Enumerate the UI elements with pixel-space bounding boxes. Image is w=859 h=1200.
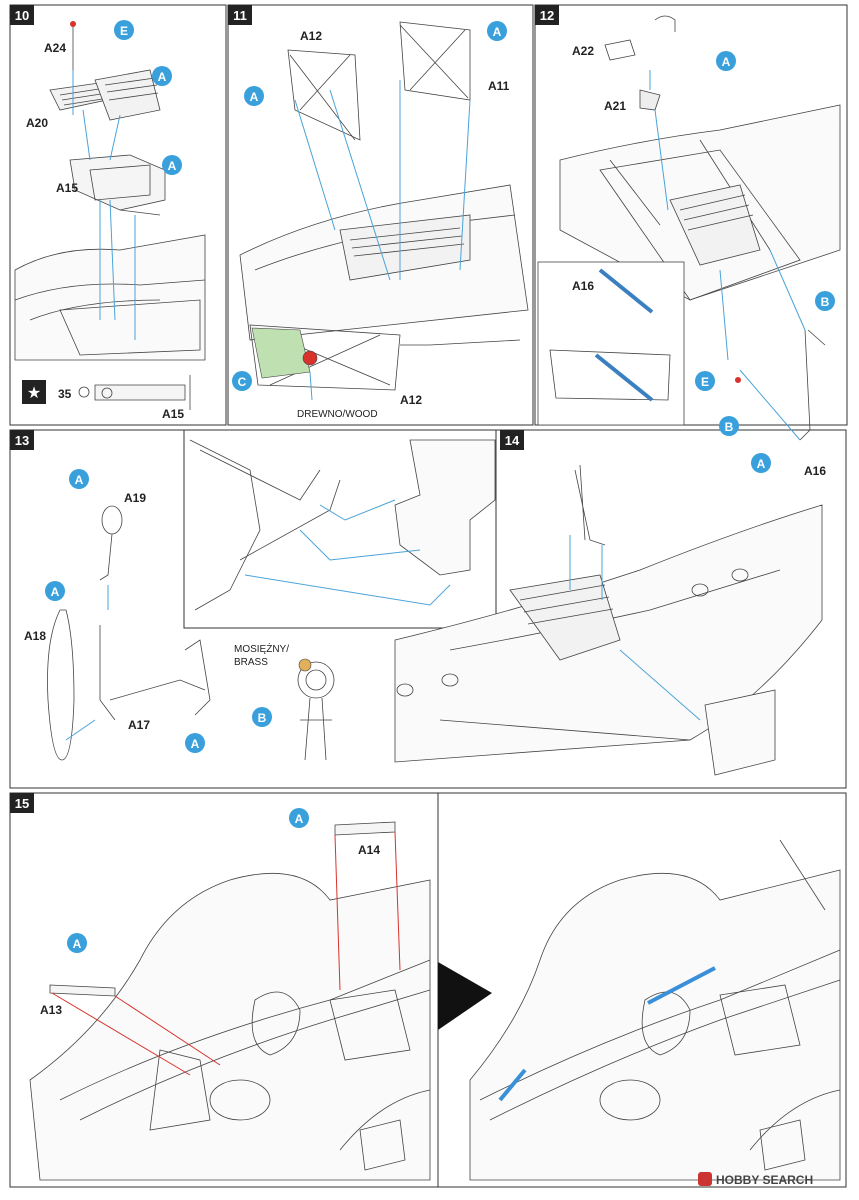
step-10-leaders — [72, 70, 136, 340]
step-10-number: 10 — [15, 8, 29, 23]
callout-e: E — [701, 375, 709, 389]
step-12-blue-parts — [594, 268, 654, 402]
part-label-a12: A12 — [300, 29, 322, 43]
part-label-a11: A11 — [488, 79, 510, 93]
part-label-a15-note: A15 — [162, 407, 184, 421]
step-11-callouts — [232, 21, 507, 391]
step-12-callouts — [695, 51, 835, 473]
step-15-number: 15 — [15, 796, 29, 811]
watermark-text: HOBBY SEARCH — [716, 1173, 813, 1187]
step-15-left-drawing — [29, 821, 431, 1181]
part-label-a13: A13 — [40, 1003, 62, 1017]
part-label-a18: A18 — [24, 629, 46, 643]
callout-a: A — [51, 585, 60, 599]
callout-a: A — [75, 473, 84, 487]
callout-b: B — [258, 711, 267, 725]
step-13-number: 13 — [15, 433, 29, 448]
part-label-a22: A22 — [572, 44, 594, 58]
step-15-callouts — [67, 808, 309, 953]
step-11-leaders — [294, 80, 471, 401]
callout-a: A — [722, 55, 731, 69]
step-15-right-drawing — [469, 839, 841, 1181]
step-12-drawing — [537, 15, 841, 441]
note-box — [22, 380, 46, 404]
callout-a: A — [168, 159, 177, 173]
part-label-a12-bottom: A12 — [400, 393, 422, 407]
part-label-a17: A17 — [128, 718, 150, 732]
step-13-drawing — [47, 439, 496, 761]
part-label-a19: A19 — [124, 491, 146, 505]
part-label-a16-inset: A16 — [572, 279, 594, 293]
part-label-a14: A14 — [358, 843, 380, 857]
step-15-red-leaders — [51, 831, 401, 1076]
step-10-callouts — [114, 20, 182, 175]
step-14-number: 14 — [505, 433, 520, 448]
part-label-a24: A24 — [44, 41, 66, 55]
wood-label: DREWNO/WOOD — [297, 409, 378, 420]
brass-label: MOSIĘŻNY/ — [234, 642, 289, 655]
callout-a: A — [250, 90, 259, 104]
brass-marker — [298, 658, 312, 672]
callout-a: A — [158, 70, 167, 84]
part-label-a16: A16 — [804, 464, 826, 478]
step-13-callouts — [45, 469, 272, 753]
callout-a: A — [493, 25, 502, 39]
step-14-drawing — [394, 464, 823, 776]
step-number-boxes — [10, 5, 559, 813]
callout-e: E — [120, 24, 128, 38]
callout-a: A — [757, 457, 766, 471]
star-icon: ★ — [27, 385, 41, 402]
callout-b: B — [725, 420, 734, 434]
step-11-number: 11 — [233, 8, 247, 23]
part-label-a15: A15 — [56, 181, 78, 195]
callout-a: A — [73, 937, 82, 951]
arrow-pointer — [438, 962, 492, 1030]
wood-marker — [302, 350, 318, 366]
step-10-drawing — [14, 25, 206, 410]
step-12-number: 12 — [540, 8, 554, 23]
part-label-a21: A21 — [604, 99, 626, 113]
panel-frames — [9, 4, 848, 1188]
callout-c: C — [238, 375, 247, 389]
brass-label-2: BRASS — [234, 657, 268, 668]
step-12-leaders — [649, 70, 806, 441]
step-14-leaders — [569, 535, 701, 721]
part-label-a20: A20 — [26, 116, 48, 130]
step-15-installed-parts — [498, 966, 716, 1102]
note-number: 35 — [58, 387, 72, 401]
callout-b: B — [821, 295, 830, 309]
watermark: HOBBY SEARCH — [698, 1172, 813, 1187]
step-13-leaders — [65, 499, 451, 741]
callout-a: A — [295, 812, 304, 826]
wood-part-highlight — [251, 327, 311, 379]
callout-a: A — [191, 737, 200, 751]
